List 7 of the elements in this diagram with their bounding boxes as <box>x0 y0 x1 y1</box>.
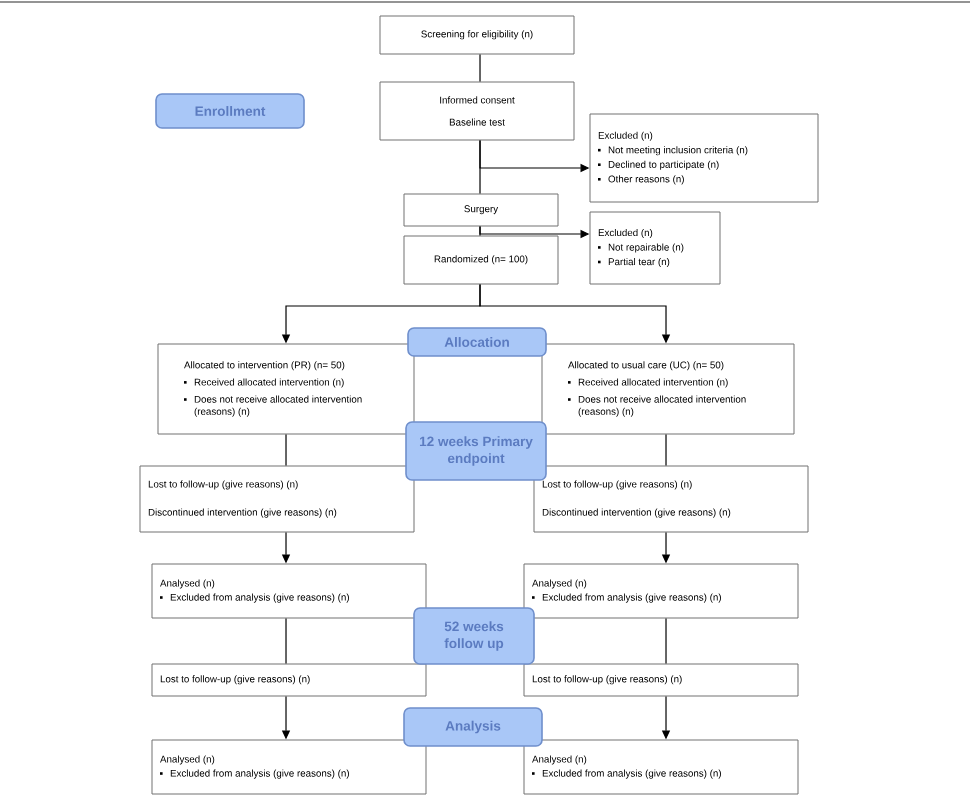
connector-line <box>479 225 481 237</box>
connector-line <box>665 433 667 467</box>
connector-line <box>285 617 287 665</box>
connector-line <box>479 53 481 83</box>
connector-line <box>479 139 481 195</box>
connector-line <box>285 433 287 467</box>
connector-line <box>665 617 667 665</box>
